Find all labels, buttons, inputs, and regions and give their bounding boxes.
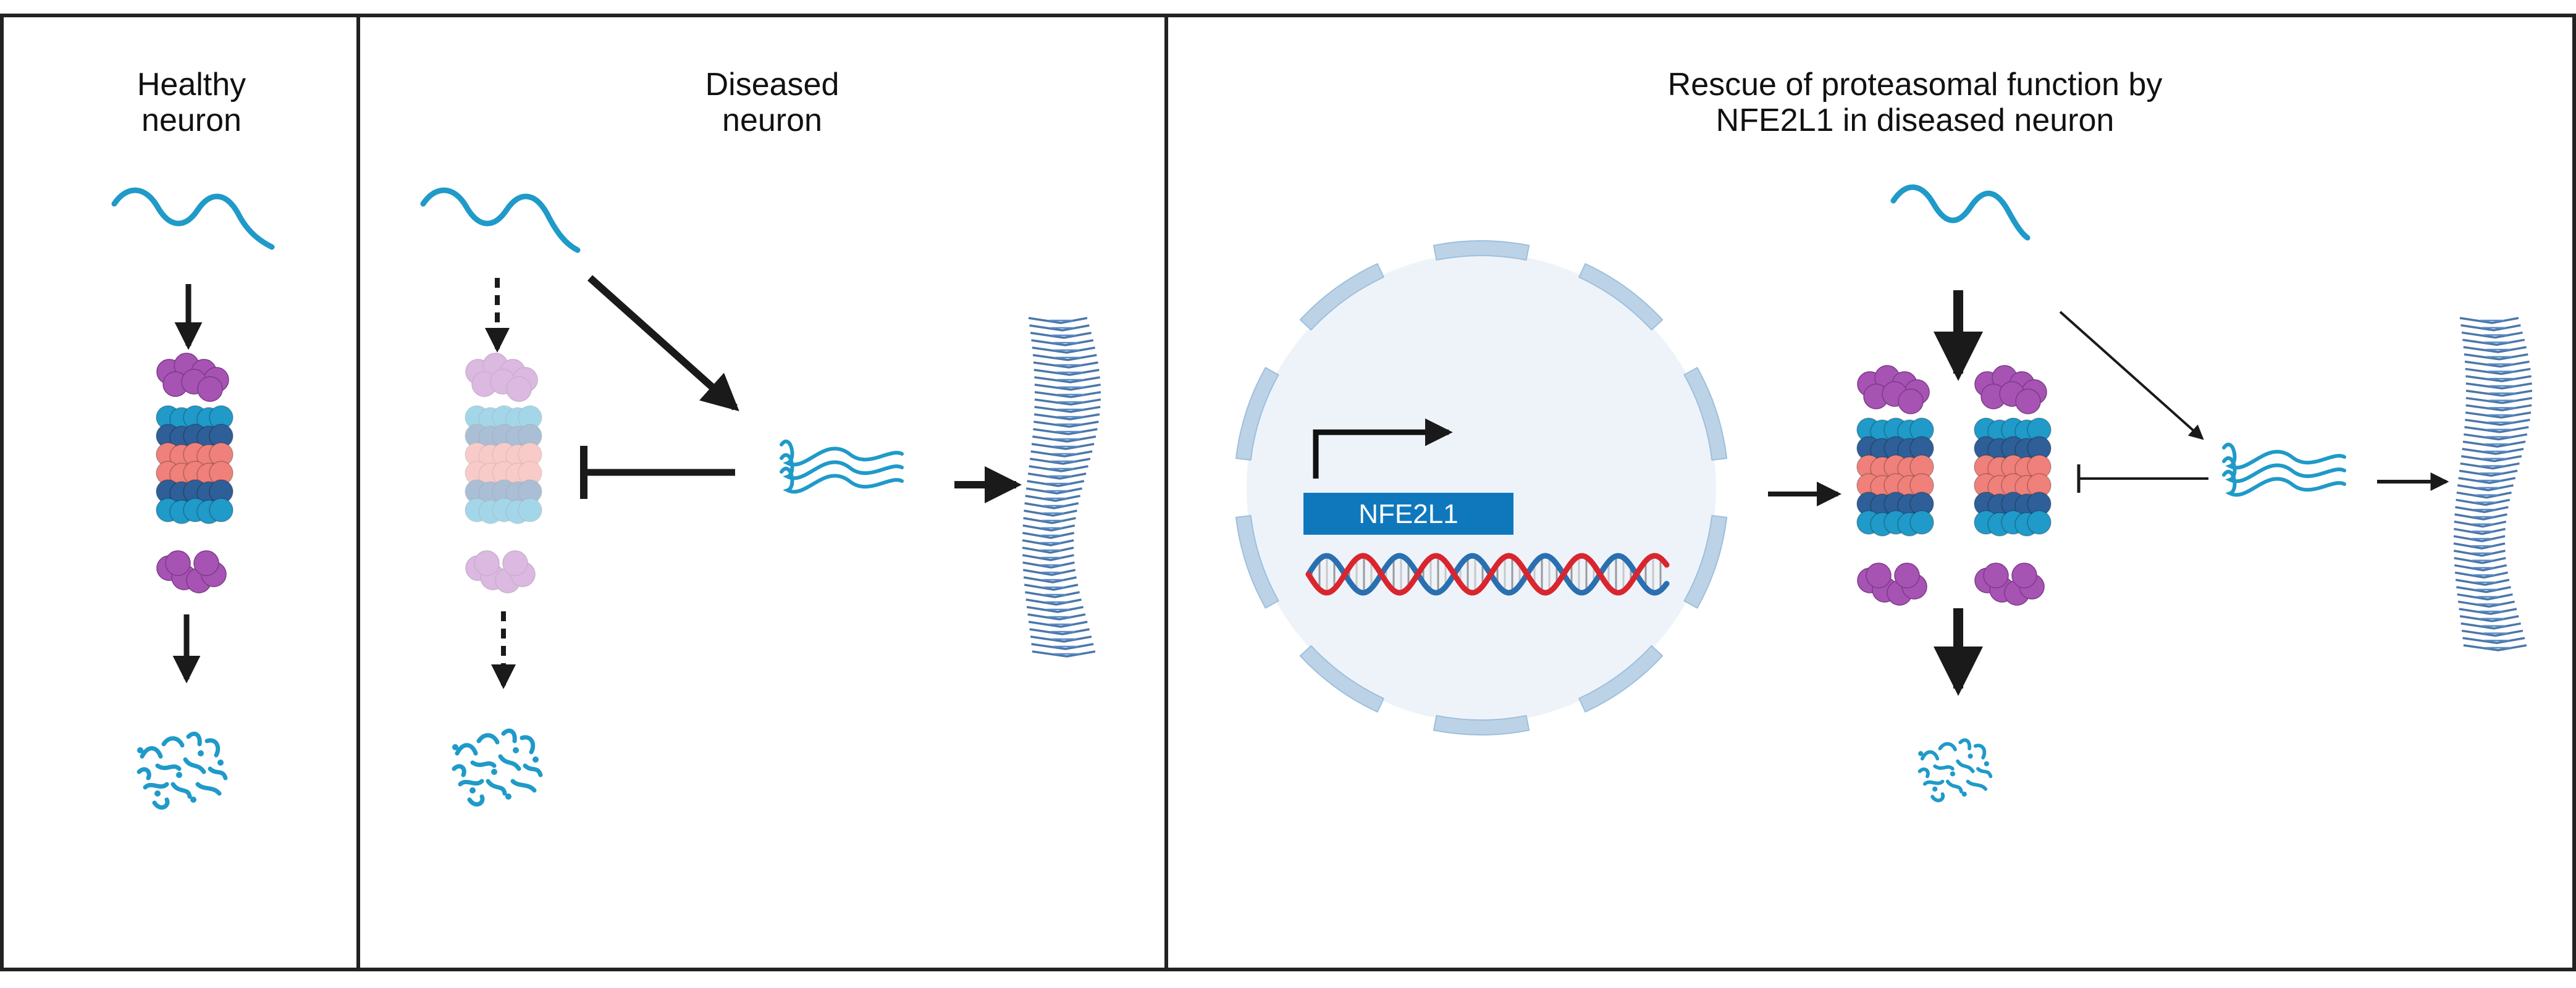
panel-title-line: Healthy xyxy=(137,67,246,103)
panel-title-line: neuron xyxy=(141,103,242,138)
transcription-arrow-icon xyxy=(1313,418,1453,479)
proteasome-icon xyxy=(1856,365,1934,606)
panel-title-healthy: Healthy neuron xyxy=(62,67,321,138)
rescue-panel: NFE2L1 xyxy=(1235,184,2533,803)
panel-title-diseased: Diseased neuron xyxy=(531,67,1013,138)
degraded-peptides-icon xyxy=(137,731,228,810)
misfolded-protein-icon xyxy=(780,439,904,494)
panel-title-line: neuron xyxy=(722,103,822,138)
panel-title-line: NFE2L1 in diseased neuron xyxy=(1715,103,2115,138)
proteasome-icon xyxy=(156,353,234,593)
proteasome-icon xyxy=(465,353,542,593)
degraded-peptides-icon xyxy=(452,728,543,807)
protein-chain-icon xyxy=(1890,184,2031,241)
gene-label: NFE2L1 xyxy=(1358,499,1458,529)
diseased-panel xyxy=(420,187,1101,807)
protein-chain-icon xyxy=(420,187,581,253)
panel-title-line: Diseased xyxy=(705,67,840,103)
misfolded-protein-icon xyxy=(2222,442,2346,497)
dna-helix-icon xyxy=(1305,553,1670,596)
degraded-peptides-icon xyxy=(1917,738,1993,803)
panel-title-line: Rescue of proteasomal function by xyxy=(1667,67,2163,103)
inhibition-bar-icon xyxy=(2077,464,2208,493)
aggregation-arrow xyxy=(587,275,739,411)
gene-box xyxy=(1303,493,1513,535)
amyloid-fibril-icon xyxy=(2453,317,2533,651)
amyloid-fibril-icon xyxy=(1022,317,1101,658)
panel-title-rescue: Rescue of proteasomal function by NFE2L1… xyxy=(1544,67,2286,138)
protein-chain-icon xyxy=(111,187,275,250)
thin-aggregation-arrow xyxy=(2059,311,2204,440)
inhibition-bar-icon xyxy=(580,446,735,499)
nucleus-icon xyxy=(1235,240,1728,735)
proteasome-icon xyxy=(1974,365,2052,606)
healthy-panel xyxy=(111,187,275,810)
figure-frame xyxy=(0,14,2576,971)
